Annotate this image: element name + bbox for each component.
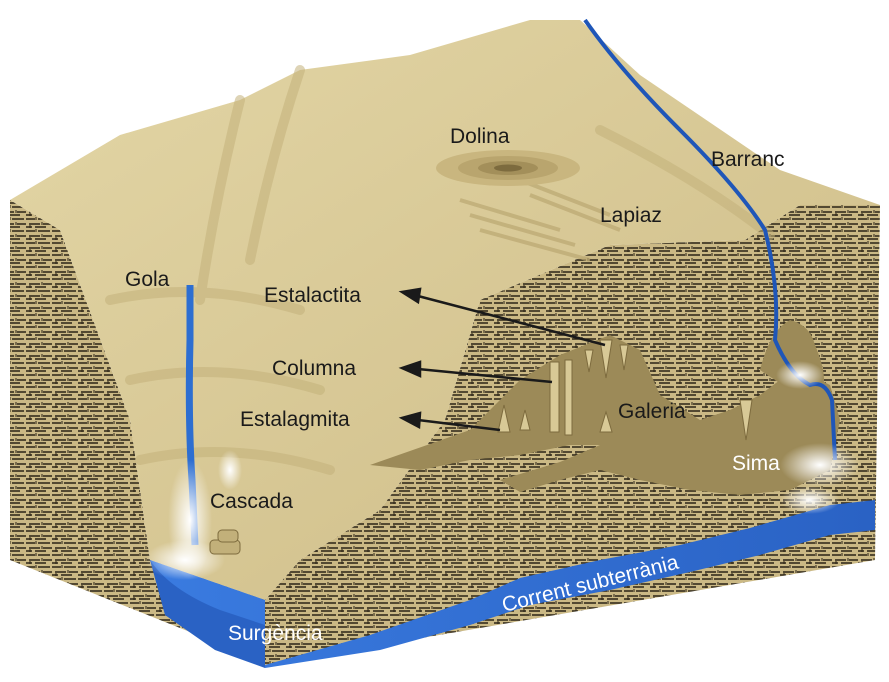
label-sima: Sima xyxy=(732,452,780,475)
label-dolina: Dolina xyxy=(450,125,510,148)
label-estalagmita: Estalagmita xyxy=(240,408,350,431)
label-surgencia: Surgència xyxy=(228,622,323,645)
label-cascada: Cascada xyxy=(210,490,293,513)
label-gola: Gola xyxy=(125,268,170,291)
label-columna: Columna xyxy=(272,357,356,380)
label-lapiaz: Lapiaz xyxy=(600,204,662,227)
label-barranc: Barranc xyxy=(711,148,785,171)
label-estalactita: Estalactita xyxy=(264,284,361,307)
columna-formation xyxy=(550,362,559,432)
dolina-sinkhole xyxy=(436,150,580,186)
label-galeria: Galeria xyxy=(618,400,686,423)
